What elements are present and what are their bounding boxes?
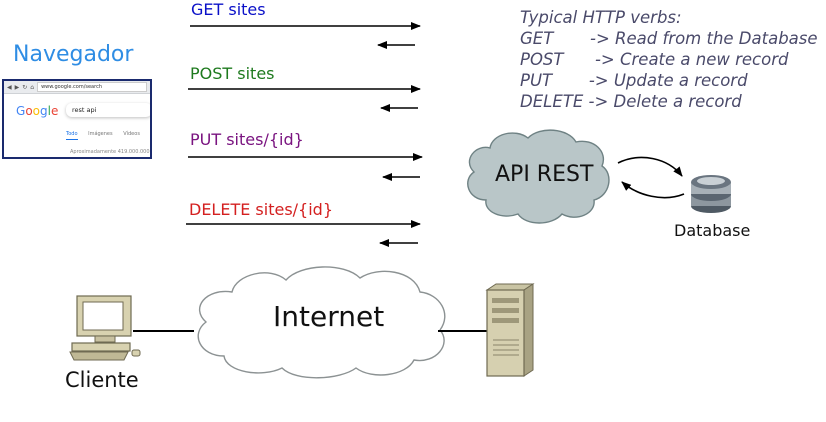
browser-toolbar: ◀ ▶ ↻ ⌂ www.google.com/search	[4, 81, 150, 94]
server-icon	[485, 283, 535, 377]
home-icon: ⌂	[30, 83, 35, 91]
reload-icon: ↻	[22, 83, 28, 91]
internet-cloud	[197, 266, 446, 379]
google-results-count: Aproximadamente 419.000.000	[70, 149, 150, 155]
google-tab-videos: Vídeos	[123, 131, 140, 137]
browser-url-bar: www.google.com/search	[37, 82, 147, 92]
database-icon	[691, 175, 731, 213]
google-search-box: rest api	[66, 103, 150, 117]
google-tab-todo: Todo	[66, 131, 78, 140]
google-logo: Google	[16, 104, 59, 118]
http-verb-delete: DELETE -> Delete a record	[520, 92, 742, 111]
db-to-api-arrow	[621, 181, 685, 199]
http-verb-put: PUT -> Update a record	[520, 71, 748, 90]
http-verb-get: GET -> Read from the Database	[520, 29, 818, 48]
http-verbs-note: Typical HTTP verbs: GET -> Read from the…	[520, 7, 818, 112]
forward-icon: ▶	[14, 83, 20, 91]
post-sites-label: POST sites	[190, 64, 275, 83]
client-label: Cliente	[65, 368, 139, 392]
api-rest-label: API REST	[495, 162, 594, 187]
navegador-label: Navegador	[13, 42, 134, 67]
database-label: Database	[674, 221, 751, 240]
google-tabs: Todo Imágenes Vídeos	[66, 131, 149, 140]
http-verbs-title: Typical HTTP verbs:	[520, 8, 682, 27]
put-sites-label: PUT sites/{id}	[190, 130, 304, 149]
internet-label: Internet	[273, 300, 385, 333]
request-arrows	[186, 22, 423, 247]
get-sites-label: GET sites	[191, 0, 266, 19]
google-tab-imagenes: Imágenes	[88, 131, 113, 137]
browser-screenshot: ◀ ▶ ↻ ⌂ www.google.com/search Google res…	[2, 79, 152, 159]
client-computer-icon	[69, 295, 141, 361]
api-to-db-arrow	[617, 156, 683, 177]
delete-sites-label: DELETE sites/{id}	[189, 200, 334, 219]
http-verb-post: POST -> Create a new record	[520, 50, 789, 69]
back-icon: ◀	[7, 83, 12, 91]
api-rest-cloud	[467, 129, 610, 224]
